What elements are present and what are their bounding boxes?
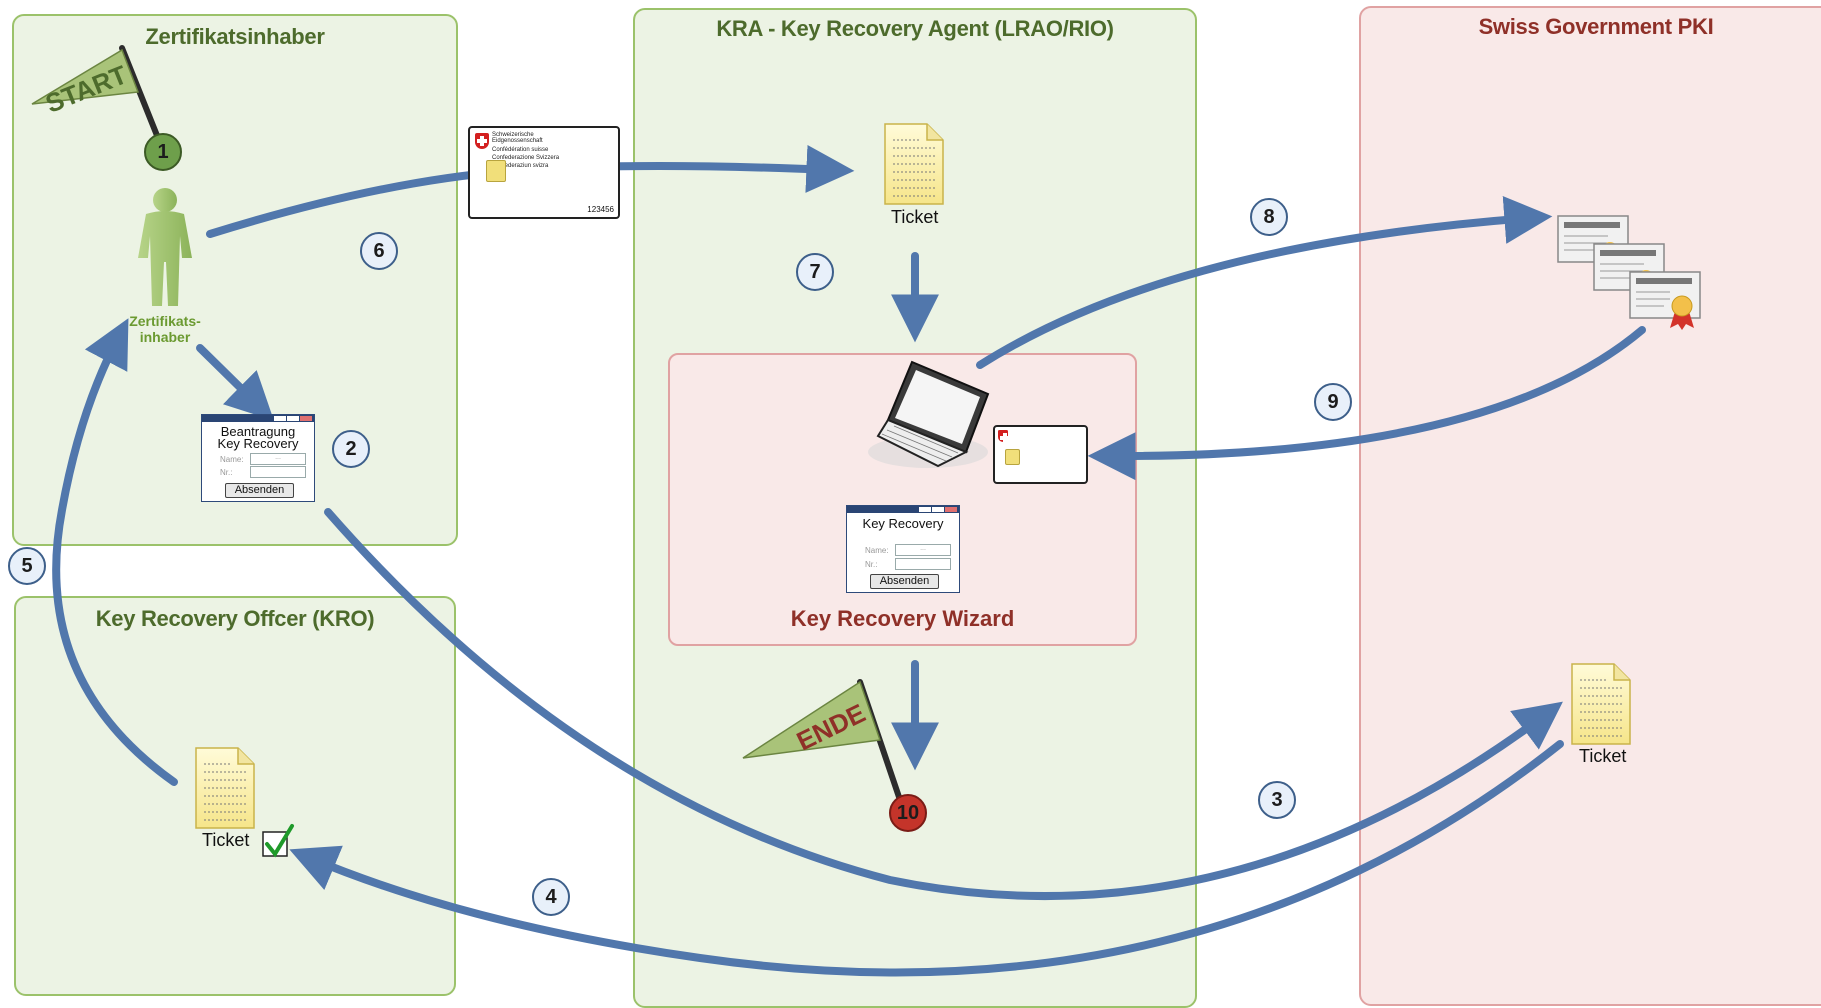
- chip-icon: [486, 160, 506, 182]
- wizard-form-title: Key Recovery: [862, 516, 944, 531]
- arrow-step-8: [976, 195, 1553, 369]
- arrow-step-9: [1087, 326, 1646, 481]
- arrow-step-3: [324, 508, 1563, 901]
- laptop-icon: [868, 360, 990, 468]
- ticket-pki-label: Ticket: [1579, 746, 1627, 766]
- lane-title-key-recovery-officer: Key Recovery Offcer (KRO): [95, 606, 375, 631]
- start-flag-icon: [31, 45, 161, 141]
- lane-title-certificate-holder: Zertifikatsinhaber: [145, 24, 325, 49]
- actor-label-line1: Zertifikats-: [129, 313, 201, 329]
- name-label: Name:: [220, 455, 244, 464]
- submit-button[interactable]: Absenden: [225, 483, 294, 498]
- step-badge-8: 8: [1250, 198, 1288, 236]
- swiss-cross-icon: [475, 133, 489, 149]
- wizard-submit-button[interactable]: Absenden: [870, 574, 939, 589]
- chip-small-icon: [1005, 449, 1020, 465]
- step-badge-1: 1: [144, 133, 182, 171]
- step-badge-2: 2: [332, 430, 370, 468]
- certificates-icon: [1557, 215, 1701, 330]
- id-card-wizard-icon: [993, 425, 1088, 484]
- application-form-title-line2: Key Recovery: [217, 436, 299, 451]
- step-badge-4: 4: [532, 878, 570, 916]
- wizard-form-window: Key Recovery Name: ... Nr.: Absenden: [846, 505, 960, 593]
- checkmark-icon: [262, 824, 294, 858]
- step-badge-6: 6: [360, 232, 398, 270]
- lane-swiss-government-pki: Swiss Government PKI: [1359, 6, 1821, 1006]
- actor-label: Zertifikats- inhaber: [115, 313, 215, 345]
- ticket-kro-label: Ticket: [202, 830, 250, 850]
- step-badge-9: 9: [1314, 383, 1352, 421]
- nr-field[interactable]: [250, 466, 306, 478]
- actor-label-line2: inhaber: [139, 329, 191, 345]
- card-text-line2: Eidgenossenschaft: [492, 138, 543, 144]
- card-text-line4: Confederazione Svizzera: [492, 155, 560, 161]
- end-flag-icon: [742, 679, 903, 803]
- nr-label: Nr.:: [220, 468, 233, 477]
- wizard-nr-field[interactable]: [895, 558, 951, 570]
- ticket-kro-icon: [195, 747, 255, 829]
- wizard-name-label: Name:: [865, 546, 889, 555]
- ticket-pki-icon: [1571, 663, 1631, 745]
- person-icon: [138, 188, 192, 306]
- card-text-line1: Schweizerische: [492, 132, 534, 138]
- wizard-name-field[interactable]: ...: [895, 544, 951, 556]
- name-field[interactable]: ...: [250, 453, 306, 465]
- swiss-cross-small-icon: [998, 430, 1010, 443]
- id-card-icon: Schweizerische Eidgenossenschaft Confédé…: [468, 126, 620, 219]
- step-badge-7: 7: [796, 253, 834, 291]
- wizard-title: Key Recovery Wizard: [790, 606, 1015, 631]
- lane-title-swiss-government-pki: Swiss Government PKI: [1478, 14, 1714, 39]
- application-form-window: Beantragung Key Recovery Name: ... Nr.: …: [201, 414, 315, 502]
- wizard-nr-label: Nr.:: [865, 560, 878, 569]
- step-badge-3: 3: [1258, 781, 1296, 819]
- card-text-line3: Confédération suisse: [492, 147, 549, 153]
- arrow-step-4: [289, 740, 1564, 977]
- ticket-kra-icon: [884, 123, 944, 205]
- arrow-holder-to-form: [196, 344, 274, 421]
- card-text-line5: Confederaziun svizra: [492, 163, 549, 169]
- step-badge-10: 10: [889, 794, 927, 832]
- application-form-title-line1: Beantragung: [220, 424, 296, 439]
- lane-title-kra: KRA - Key Recovery Agent (LRAO/RIO): [716, 16, 1114, 41]
- step-badge-5: 5: [8, 547, 46, 585]
- arrow-step-5: [52, 318, 178, 786]
- ticket-kra-label: Ticket: [891, 207, 939, 227]
- card-number: 123456: [587, 205, 614, 214]
